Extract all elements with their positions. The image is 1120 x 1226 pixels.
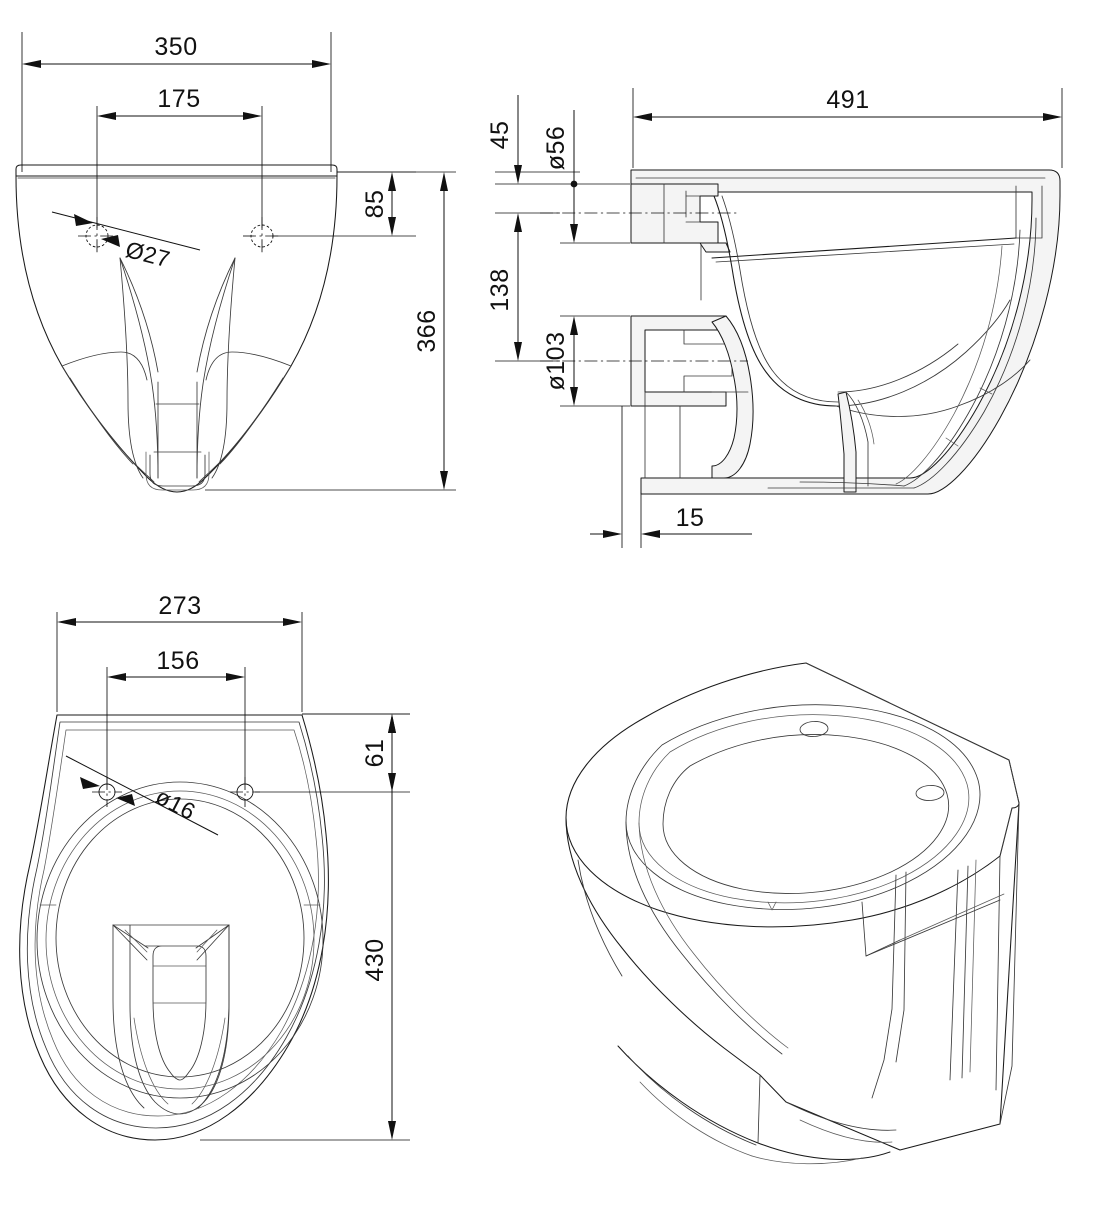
- dim-side-toptoinlet-45: 45: [486, 95, 580, 185]
- dim-label-plan-boltspacing: 156: [156, 647, 199, 675]
- side-view-inlet-block: [630, 183, 731, 301]
- plan-view: 273 156 ø16 61: [19, 592, 410, 1141]
- side-view-trap-outlet: [630, 315, 754, 479]
- dim-plan-holedia-16: ø16: [65, 755, 219, 836]
- dim-label-front-width: 350: [154, 33, 197, 61]
- dim-front-boltheight-85: 85: [272, 171, 416, 237]
- dim-label-side-inlettooutlet: 138: [486, 268, 514, 311]
- iso-bowl-rim: [625, 704, 981, 910]
- side-section-view: 491 45 ø56 138: [486, 86, 1063, 548]
- front-view-inner-detail: [61, 257, 292, 491]
- iso-rim-notch: [767, 901, 777, 911]
- dim-label-front-height: 366: [413, 309, 441, 352]
- plan-view-body-outline: [19, 714, 329, 1141]
- dim-label-side-inletdia: ø56: [542, 126, 570, 171]
- side-view-bowl-cavity: [713, 195, 1031, 417]
- dim-front-boltspacing-175: 175: [96, 85, 263, 228]
- side-view-skirt: [767, 217, 1037, 489]
- dim-front-holedia-27: Ø27: [51, 211, 201, 272]
- dim-plan-boltfromback-61: 61: [255, 713, 410, 793]
- dim-label-plan-width: 273: [158, 592, 201, 620]
- side-view-rim-detail: [635, 177, 1046, 263]
- plan-view-bowl-rim: [36, 781, 324, 1099]
- dim-label-plan-boltfromback: 61: [361, 739, 389, 768]
- iso-body-skirt: [565, 802, 1020, 1165]
- dim-side-projection-491: 491: [632, 86, 1063, 168]
- iso-bolt-hole-rear: [799, 721, 829, 737]
- dim-side-inletdia-56: ø56: [542, 110, 630, 244]
- dim-label-side-wallgap: 15: [676, 504, 705, 532]
- dim-side-outletdia-103: ø103: [542, 315, 630, 407]
- dim-side-inlettooutlet-138: 138: [486, 212, 560, 362]
- dim-plan-boltspacing-156: 156: [106, 647, 246, 784]
- dim-front-width-350: 350: [21, 32, 332, 172]
- iso-bolt-hole-front: [915, 785, 945, 801]
- dim-plan-width-273: 273: [56, 592, 303, 712]
- side-view-body-outline: [630, 169, 1061, 495]
- front-view: 350 175 Ø27 85: [15, 32, 456, 493]
- dim-label-plan-holedia: ø16: [151, 783, 199, 825]
- dim-label-front-boltspacing: 175: [157, 85, 200, 113]
- iso-top-deck: [565, 662, 1020, 928]
- dim-label-side-toptoinlet: 45: [486, 121, 514, 150]
- dim-label-side-projection: 491: [826, 86, 869, 114]
- dim-front-height-366: 366: [205, 171, 456, 491]
- dim-label-side-outletdia: ø103: [542, 332, 570, 391]
- dim-side-wallgap-15: 15: [590, 406, 752, 548]
- front-view-body-outline: [15, 164, 338, 493]
- dim-label-plan-depth: 430: [361, 938, 389, 981]
- dim-label-front-boltheight: 85: [361, 190, 389, 219]
- isometric-view: [565, 662, 1020, 1165]
- dim-plan-depth-430: 430: [200, 713, 410, 1141]
- side-view-jet-fin: [837, 391, 875, 493]
- iso-rear-ledge: [861, 893, 1005, 957]
- plan-view-outlet-throat: [112, 924, 230, 1115]
